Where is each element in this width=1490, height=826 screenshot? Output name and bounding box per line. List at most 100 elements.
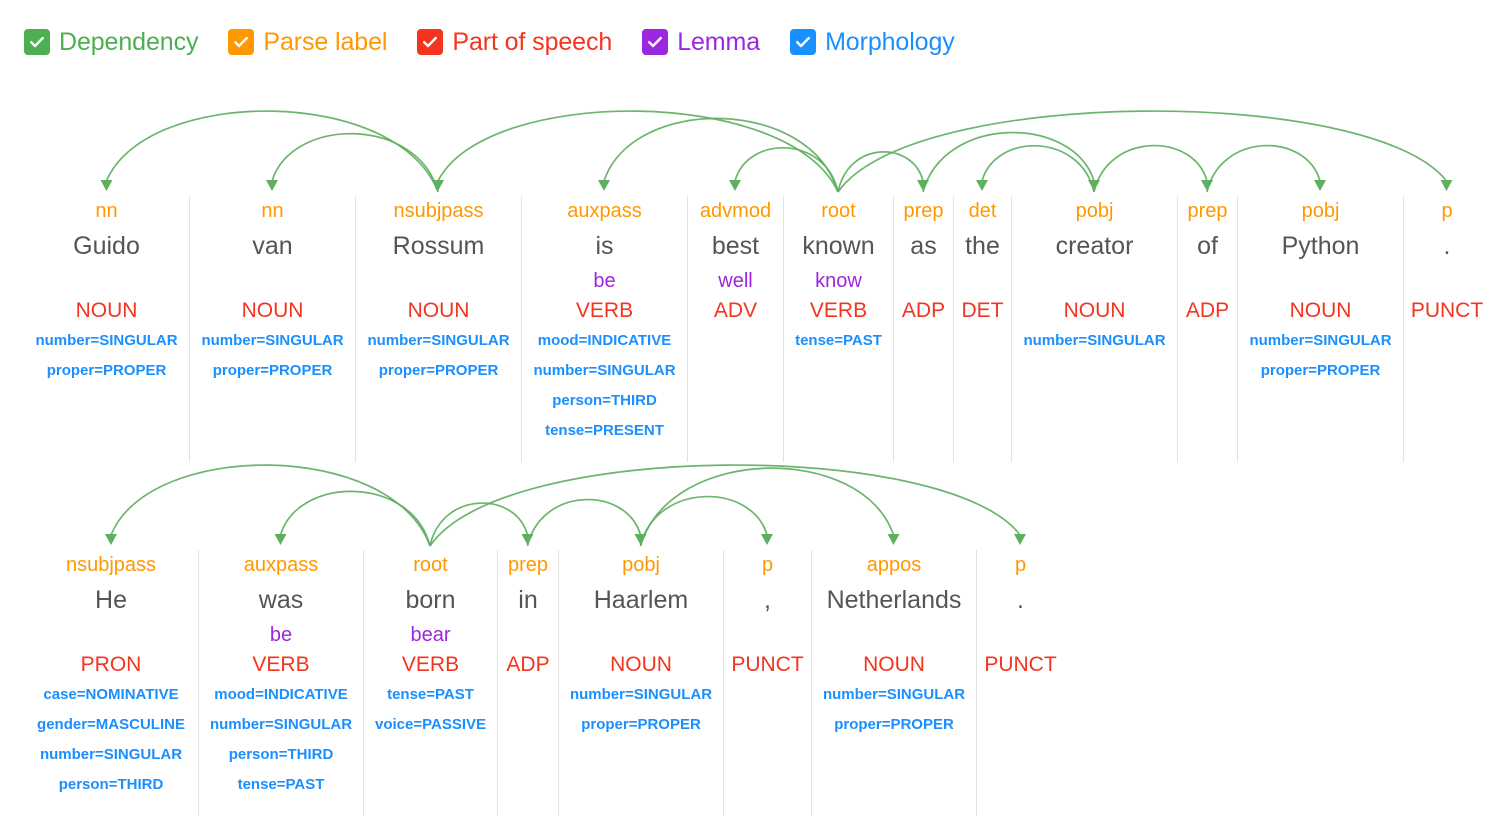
dependency-label: nsubjpass [65, 554, 157, 576]
token-column[interactable]: p,PUNCT [723, 550, 811, 816]
part-of-speech-label: PUNCT [1410, 299, 1484, 322]
legend-toggle-lemma[interactable]: Lemma [642, 28, 760, 57]
token-lemma: well [718, 270, 753, 292]
arrow-head-icon [1088, 180, 1100, 191]
dependency-arc-auxpass [274, 490, 431, 547]
morphology-feature: tense=PAST [387, 686, 474, 703]
dependency-arc-nn [100, 110, 439, 193]
token-word: Python [1281, 232, 1360, 260]
part-of-speech-label: VERB [809, 299, 868, 322]
morphology-feature: proper=PROPER [46, 362, 167, 379]
dependency-label: auxpass [243, 554, 319, 576]
dependency-label: nsubjpass [393, 200, 484, 222]
lemma-placeholder [24, 620, 198, 650]
part-of-speech-label: NOUN [75, 299, 138, 322]
legend-toggle-dependency[interactable]: Dependency [24, 28, 198, 57]
legend-toggle-morphology[interactable]: Morphology [790, 28, 955, 57]
token-column[interactable]: p.PUNCT [1403, 196, 1490, 462]
arrow-head-icon [729, 180, 741, 191]
dependency-arc-auxpass [598, 117, 839, 193]
dependency-label: p [1441, 200, 1453, 222]
morphology-feature: tense=PAST [237, 776, 325, 793]
morphology-feature: person=THIRD [58, 776, 164, 793]
morphology-feature: proper=PROPER [834, 716, 954, 733]
part-of-speech-label: ADP [506, 653, 550, 676]
morphology-feature: tense=PRESENT [545, 422, 664, 439]
checkbox-checked-icon[interactable] [790, 29, 817, 55]
morphology-feature: number=SINGULAR [569, 686, 713, 703]
lemma-placeholder [1178, 266, 1237, 296]
morphology-feature: gender=MASCULINE [37, 716, 185, 733]
arrow-head-icon [432, 180, 444, 191]
dependency-label: prep [903, 200, 944, 222]
token-word: Guido [73, 232, 140, 260]
dependency-label: advmod [699, 200, 772, 222]
lemma-placeholder [24, 266, 189, 296]
part-of-speech-label: VERB [401, 653, 460, 676]
lemma-placeholder [977, 620, 1064, 650]
morphology-feature: number=SINGULAR [1249, 332, 1392, 349]
part-of-speech-label: ADV [713, 299, 758, 322]
part-of-speech-label: VERB [575, 299, 634, 322]
arrow-head-icon [105, 534, 117, 545]
dependency-label: nn [261, 200, 284, 222]
part-of-speech-label: PUNCT [984, 653, 1057, 676]
checkbox-checked-icon[interactable] [24, 29, 50, 55]
token-column[interactable]: p.PUNCT [976, 550, 1064, 816]
checkbox-checked-icon[interactable] [642, 29, 669, 55]
dependency-arc-p [639, 495, 773, 547]
part-of-speech-label: NOUN [863, 653, 925, 676]
dependency-label: pobj [1301, 200, 1340, 222]
legend-toggle-parse-label[interactable]: Parse label [228, 28, 387, 57]
token-word: van [252, 232, 293, 260]
legend-toggle-part-of-speech[interactable]: Part of speech [417, 28, 612, 57]
dependency-label: det [968, 200, 997, 222]
lemma-placeholder [1238, 266, 1403, 296]
lemma-placeholder [724, 620, 811, 650]
token-word: was [258, 586, 304, 614]
arrow-head-icon [521, 534, 534, 545]
token-lemma: be [269, 624, 293, 646]
arrow-head-icon [761, 534, 773, 545]
lemma-placeholder [1012, 266, 1177, 296]
dependency-arc-nn [266, 132, 439, 193]
token-word: Netherlands [826, 586, 962, 614]
part-of-speech-label: NOUN [1063, 299, 1126, 322]
legend-label: Morphology [825, 27, 955, 56]
morphology-feature: number=SINGULAR [209, 716, 353, 733]
token-word: in [518, 586, 538, 614]
checkbox-checked-icon[interactable] [417, 29, 444, 55]
token-word: born [405, 586, 456, 614]
dependency-label: nn [95, 200, 118, 222]
token-word: , [764, 586, 771, 614]
token-lemma: be [593, 270, 616, 292]
arrow-head-icon [976, 180, 988, 191]
dependency-label: appos [866, 554, 922, 576]
token-lemma: bear [410, 624, 451, 646]
morphology-feature: number=SINGULAR [201, 332, 344, 349]
dependency-arc-appos [639, 467, 900, 547]
dependency-label: prep [1187, 200, 1228, 222]
dependency-label: auxpass [567, 200, 642, 222]
checkbox-checked-icon[interactable] [228, 29, 255, 55]
dependency-label: p [761, 554, 774, 576]
lemma-placeholder [559, 620, 723, 650]
dependency-arc-pobj [526, 498, 647, 547]
